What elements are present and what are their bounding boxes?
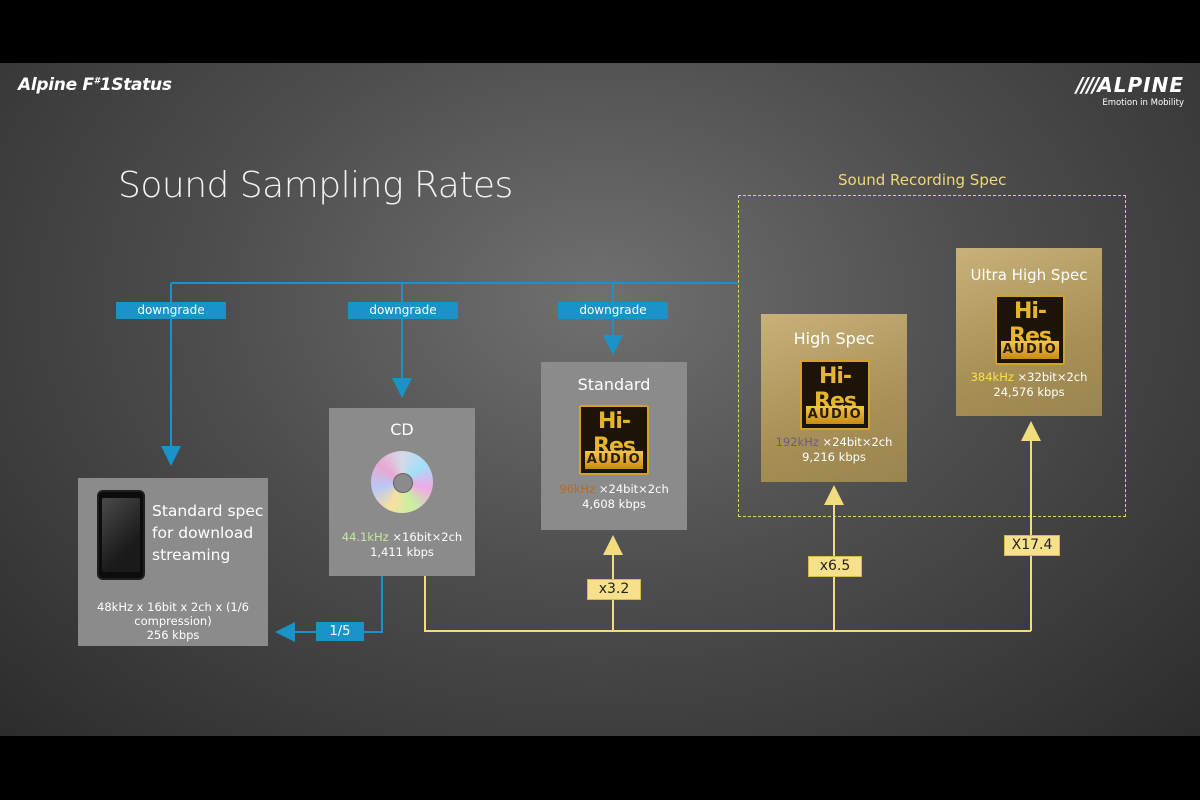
brand-tagline: Emotion in Mobility [1102, 98, 1184, 108]
cd-spec: 44.1kHz ×16bit×2ch 1,411 kbps [329, 530, 475, 560]
ultra-high-spec-format: ×32bit×2ch [1013, 370, 1088, 384]
page-title: Sound Sampling Rates [118, 165, 513, 206]
ultra-high-spec-bitrate: 24,576 kbps [993, 385, 1065, 399]
ultra-high-spec-rate: 384kHz [970, 370, 1014, 384]
cd-bitrate: 1,411 kbps [370, 545, 434, 559]
streaming-card: Standard spec for download streaming 48k… [78, 478, 268, 646]
brand-logo-left: Alpine F#1Status [18, 75, 172, 95]
recording-spec-box [738, 195, 1126, 517]
streaming-bitrate: 256 kbps [146, 628, 200, 642]
standard-bitrate: 4,608 kbps [582, 497, 646, 511]
upgrade-bus [424, 576, 1031, 632]
streaming-spec: 48kHz x 16bit x 2ch x (1/6 compression) … [82, 600, 264, 642]
high-spec-title: High Spec [793, 329, 875, 348]
slide: Alpine F#1Status ////ALPINE Emotion in M… [0, 63, 1200, 736]
cd-disc-icon [371, 451, 433, 513]
high-spec-bitrate: 9,216 kbps [802, 450, 866, 464]
upgrade-lines [424, 421, 1041, 632]
alpine-logo: ////ALPINE [1076, 73, 1184, 97]
downgrade-label-streaming: downgrade [116, 302, 226, 319]
smartphone-icon [97, 490, 145, 580]
recording-spec-label: Sound Recording Spec [838, 171, 1007, 189]
high-spec-rate: 192kHz [775, 435, 819, 449]
high-spec-format: ×24bit×2ch [818, 435, 893, 449]
cd-card: CD 44.1kHz ×16bit×2ch 1,411 kbps [329, 408, 475, 576]
cd-rate: 44.1kHz [341, 530, 389, 544]
standard-format: ×24bit×2ch [595, 482, 669, 496]
standard-spec: 96kHz ×24bit×2ch 4,608 kbps [541, 482, 687, 512]
multiplier-standard: x3.2 [587, 579, 641, 600]
streaming-spec-line2: compression) [134, 614, 212, 628]
multiplier-ultra: X17.4 [1004, 535, 1060, 556]
compression-ratio: 1/5 [316, 622, 364, 641]
connector-lines [161, 282, 1041, 642]
high-spec-spec: 192kHz ×24bit×2ch 9,216 kbps [761, 435, 907, 465]
multiplier-high: x6.5 [808, 556, 862, 577]
cd-title: CD [390, 420, 414, 439]
streaming-title: Standard spec for download streaming [152, 502, 264, 564]
ultra-high-spec-title: Ultra High Spec [970, 266, 1088, 284]
cd-format: ×16bit×2ch [388, 530, 463, 544]
standard-rate: 96kHz [559, 482, 596, 496]
downgrade-label-cd: downgrade [348, 302, 458, 319]
streaming-spec-line1: 48kHz x 16bit x 2ch x (1/6 [97, 600, 249, 614]
downgrade-label-standard: downgrade [558, 302, 668, 319]
brand-logo-right: ////ALPINE Emotion in Mobility [1076, 73, 1184, 108]
ultra-high-spec-spec: 384kHz ×32bit×2ch 24,576 kbps [956, 370, 1102, 400]
standard-title: Standard [577, 375, 651, 394]
